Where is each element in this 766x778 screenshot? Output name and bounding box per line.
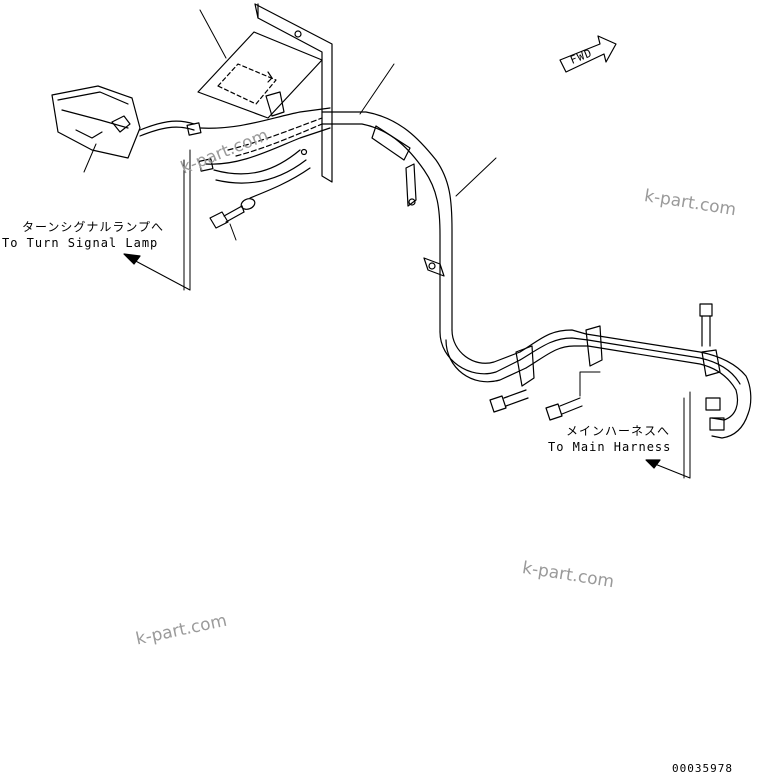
harness-clamps <box>405 163 721 387</box>
main-harness-label-jp: メインハーネスへ <box>566 424 671 438</box>
turn-signal-label-en: To Turn Signal Lamp <box>2 236 159 250</box>
turn-signal-arrow <box>123 253 141 265</box>
turn-signal-label-jp: ターンシグナルランプへ <box>22 220 165 234</box>
part-number: 00035978 <box>672 762 733 775</box>
main-harness-tube <box>321 111 752 439</box>
bolt-small <box>209 205 245 229</box>
leader-lines <box>83 9 691 479</box>
fwd-arrow <box>559 35 617 73</box>
turn-signal-lamp <box>51 85 141 159</box>
clamp-bolts <box>489 303 713 421</box>
mounting-bracket <box>197 3 333 183</box>
main-harness-arrow <box>645 459 661 469</box>
main-harness-connectors <box>705 397 725 431</box>
bracket-harness <box>139 107 331 210</box>
main-harness-label-en: To Main Harness <box>548 440 672 454</box>
